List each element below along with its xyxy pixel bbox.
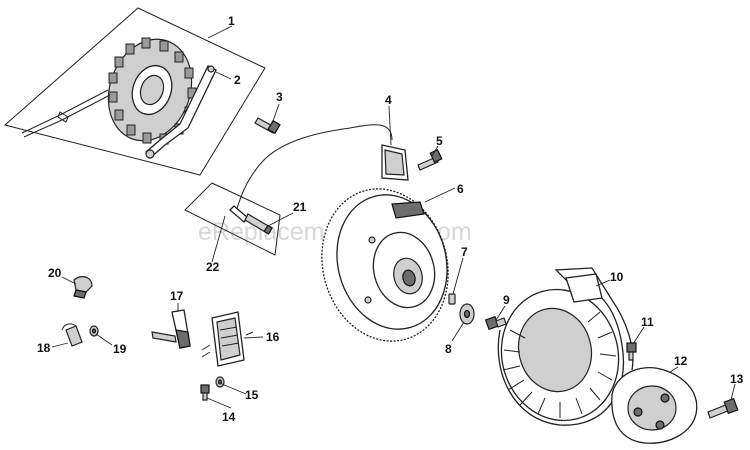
part-label-13[interactable]: 13 bbox=[730, 372, 744, 386]
ignition-module[interactable] bbox=[235, 124, 409, 213]
stator-bracket[interactable] bbox=[145, 65, 217, 159]
flywheel[interactable] bbox=[305, 175, 465, 356]
screw-3[interactable] bbox=[254, 117, 281, 135]
flywheel-bolt bbox=[364, 296, 372, 304]
stator-lead-clip bbox=[57, 111, 69, 123]
leader-lines bbox=[51, 25, 736, 409]
screw-13[interactable] bbox=[707, 397, 739, 419]
stator-frame bbox=[3, 7, 266, 176]
clamp-20[interactable] bbox=[73, 276, 93, 299]
connector-bracket[interactable] bbox=[151, 309, 191, 349]
part-label-7[interactable]: 7 bbox=[461, 245, 468, 259]
part-label-18[interactable]: 18 bbox=[37, 341, 51, 355]
part-label-8[interactable]: 8 bbox=[445, 342, 452, 356]
fan-blades bbox=[502, 311, 617, 418]
clip-18[interactable] bbox=[61, 323, 83, 347]
part-label-19[interactable]: 19 bbox=[113, 342, 127, 356]
part-label-9[interactable]: 9 bbox=[503, 293, 510, 307]
part-label-6[interactable]: 6 bbox=[457, 182, 464, 196]
screw-11[interactable] bbox=[626, 342, 637, 361]
part-label-14[interactable]: 14 bbox=[222, 410, 236, 424]
part-label-12[interactable]: 12 bbox=[674, 354, 688, 368]
stator-assembly-group[interactable] bbox=[3, 7, 266, 176]
part-label-3[interactable]: 3 bbox=[276, 90, 283, 104]
part-label-11[interactable]: 11 bbox=[641, 315, 654, 329]
part-label-20[interactable]: 20 bbox=[48, 266, 62, 280]
fan-hub-cap bbox=[565, 273, 603, 303]
flywheel-bolt bbox=[368, 236, 376, 244]
part-number-labels: 1 2 3 4 5 6 7 8 9 10 11 12 13 14 15 16 1… bbox=[37, 14, 744, 424]
screw-9[interactable] bbox=[484, 315, 507, 331]
stator-bore bbox=[139, 74, 165, 106]
part-label-4[interactable]: 4 bbox=[385, 93, 392, 107]
fan-retainer[interactable] bbox=[611, 366, 698, 444]
part-label-16[interactable]: 16 bbox=[266, 330, 280, 344]
flywheel-bore bbox=[402, 269, 416, 287]
washer-19[interactable] bbox=[89, 325, 99, 337]
lead-frame bbox=[184, 182, 281, 256]
cooling-fan[interactable] bbox=[487, 267, 634, 434]
part-label-22[interactable]: 22 bbox=[206, 260, 220, 274]
regulator-rectifier[interactable] bbox=[201, 311, 254, 367]
part-label-21[interactable]: 21 bbox=[293, 200, 307, 214]
spark-plug-lead-group[interactable] bbox=[184, 182, 281, 256]
part-label-1[interactable]: 1 bbox=[228, 14, 235, 28]
ignition-lead-wire bbox=[235, 124, 393, 213]
screw-5[interactable] bbox=[417, 148, 443, 171]
part-label-2[interactable]: 2 bbox=[234, 73, 241, 87]
fan-center bbox=[517, 307, 593, 393]
flywheel-magnet bbox=[391, 201, 425, 219]
part-label-15[interactable]: 15 bbox=[245, 388, 259, 402]
flywheel-key[interactable] bbox=[448, 293, 456, 305]
part-label-10[interactable]: 10 bbox=[610, 270, 624, 284]
part-label-5[interactable]: 5 bbox=[436, 134, 443, 148]
washer-8[interactable] bbox=[459, 303, 475, 325]
washer-15[interactable] bbox=[215, 376, 225, 388]
part-label-17[interactable]: 17 bbox=[170, 289, 184, 303]
stator-lead-wires bbox=[21, 89, 111, 138]
screw-14[interactable] bbox=[200, 384, 210, 401]
